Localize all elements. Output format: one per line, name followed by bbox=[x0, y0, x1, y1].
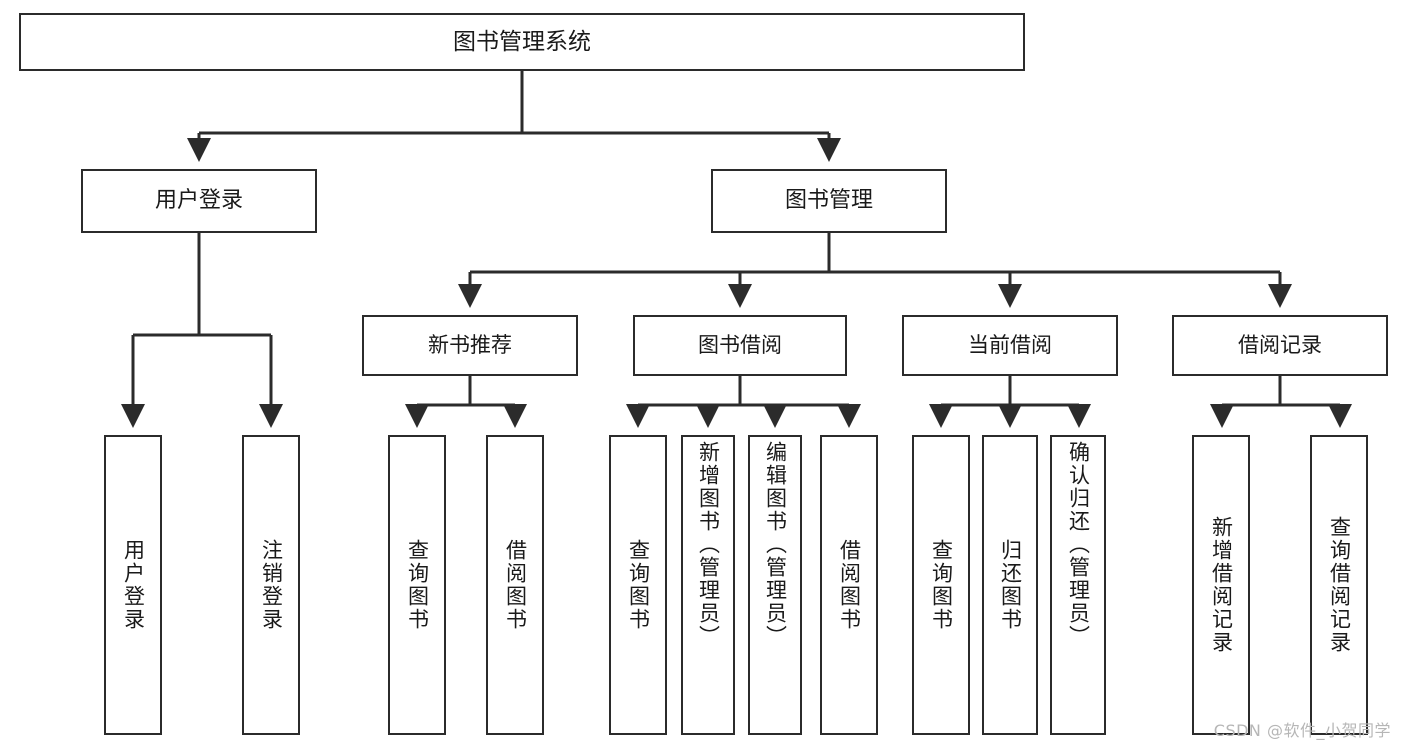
node-book-borrow-label: 图书借阅 bbox=[698, 333, 782, 358]
leaf-newbook-borrow-book[interactable]: 借阅图书 bbox=[486, 435, 544, 735]
leaf-newbook-query-book-label: 查询图书 bbox=[405, 539, 430, 631]
leaf-current-query-book-label: 查询图书 bbox=[929, 539, 954, 631]
node-current-borrow-label: 当前借阅 bbox=[968, 333, 1052, 358]
leaf-newbook-query-book[interactable]: 查询图书 bbox=[388, 435, 446, 735]
leaf-borrow-query-book[interactable]: 查询图书 bbox=[609, 435, 667, 735]
node-borrow-record[interactable]: 借阅记录 bbox=[1172, 315, 1388, 376]
leaf-borrow-edit-book-admin[interactable]: 编辑图书（管理员） bbox=[748, 435, 802, 735]
node-book-management[interactable]: 图书管理 bbox=[711, 169, 947, 233]
watermark: CSDN @软件_小贺同学 bbox=[1213, 721, 1391, 740]
leaf-record-add-borrow-record[interactable]: 新增借阅记录 bbox=[1192, 435, 1250, 735]
leaf-record-query-borrow-record-label: 查询借阅记录 bbox=[1327, 516, 1352, 654]
node-user-login-label: 用户登录 bbox=[154, 188, 243, 214]
node-new-book-recommend[interactable]: 新书推荐 bbox=[362, 315, 578, 376]
node-root[interactable]: 图书管理系统 bbox=[19, 13, 1025, 71]
leaf-borrow-query-book-label: 查询图书 bbox=[626, 539, 651, 631]
leaf-logout-login[interactable]: 注销登录 bbox=[242, 435, 300, 735]
node-book-management-label: 图书管理 bbox=[784, 188, 873, 214]
node-root-label: 图书管理系统 bbox=[453, 28, 591, 55]
leaf-current-confirm-return-admin-label: 确认归还（管理员） bbox=[1066, 441, 1091, 648]
leaf-current-return-book-label: 归还图书 bbox=[998, 539, 1023, 631]
leaf-borrow-add-book-admin[interactable]: 新增图书（管理员） bbox=[681, 435, 735, 735]
leaf-user-login[interactable]: 用户登录 bbox=[104, 435, 162, 735]
node-new-book-recommend-label: 新书推荐 bbox=[428, 333, 512, 358]
leaf-current-return-book[interactable]: 归还图书 bbox=[982, 435, 1038, 735]
node-book-borrow[interactable]: 图书借阅 bbox=[633, 315, 847, 376]
leaf-record-query-borrow-record[interactable]: 查询借阅记录 bbox=[1310, 435, 1368, 735]
node-borrow-record-label: 借阅记录 bbox=[1238, 333, 1322, 358]
leaf-record-add-borrow-record-label: 新增借阅记录 bbox=[1209, 516, 1234, 654]
leaf-newbook-borrow-book-label: 借阅图书 bbox=[503, 539, 528, 631]
leaf-borrow-add-book-admin-label: 新增图书（管理员） bbox=[696, 441, 721, 648]
leaf-logout-login-label: 注销登录 bbox=[259, 539, 284, 631]
leaf-borrow-edit-book-admin-label: 编辑图书（管理员） bbox=[763, 441, 788, 648]
leaf-borrow-borrow-book[interactable]: 借阅图书 bbox=[820, 435, 878, 735]
leaf-user-login-label: 用户登录 bbox=[121, 539, 146, 631]
leaf-borrow-borrow-book-label: 借阅图书 bbox=[837, 539, 862, 631]
node-user-login[interactable]: 用户登录 bbox=[81, 169, 317, 233]
leaf-current-query-book[interactable]: 查询图书 bbox=[912, 435, 970, 735]
leaf-current-confirm-return-admin[interactable]: 确认归还（管理员） bbox=[1050, 435, 1106, 735]
node-current-borrow[interactable]: 当前借阅 bbox=[902, 315, 1118, 376]
